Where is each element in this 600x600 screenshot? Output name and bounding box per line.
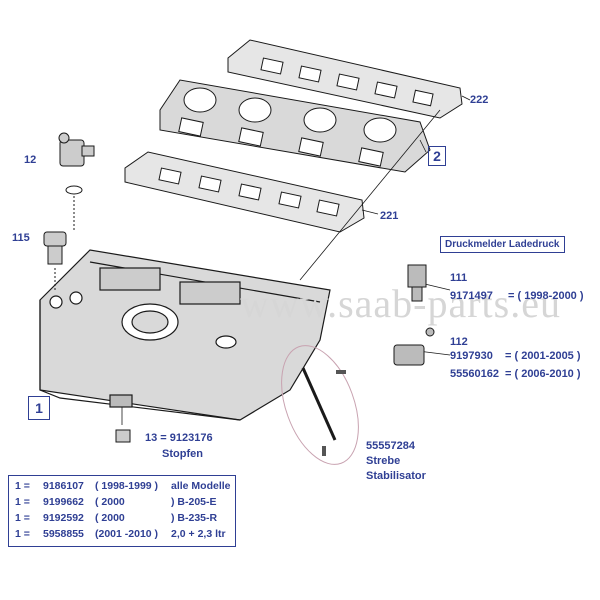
callout-222: 222 bbox=[470, 94, 489, 106]
callout-111: 111 bbox=[450, 272, 468, 284]
part-legend: 1 =9186107( 1998-1999 )alle Modelle 1 =9… bbox=[8, 475, 236, 547]
legend-row: 1 =9199662( 2000) B-205-E bbox=[15, 496, 217, 508]
legend-row: 1 =5958855(2001 -2010 )2,0 + 2,3 ltr bbox=[15, 528, 226, 540]
intake-manifold bbox=[159, 79, 431, 173]
legend-row: 1 =9186107( 1998-1999 )alle Modelle bbox=[15, 480, 231, 492]
strebe-stabilisator bbox=[281, 345, 359, 465]
strebe-label: Strebe bbox=[366, 455, 401, 467]
plug-115 bbox=[43, 231, 67, 290]
callout-111-part: 9171497 bbox=[450, 290, 493, 302]
druckmelder-title: Druckmelder Ladedruck bbox=[440, 236, 565, 253]
callout-221: 221 bbox=[380, 210, 399, 222]
sensor-112 bbox=[393, 327, 435, 366]
callout-112-years2: = ( 2006-2010 ) bbox=[505, 368, 581, 380]
callout-box-1: 1 bbox=[28, 396, 50, 420]
callout-box-2: 2 bbox=[428, 146, 446, 166]
sensor-12 bbox=[58, 132, 95, 230]
callout-12: 12 bbox=[24, 154, 37, 166]
callout-112-part2: 55560162 bbox=[450, 368, 499, 380]
strebe-part: 55557284 bbox=[366, 440, 415, 452]
oil-sump bbox=[39, 249, 331, 421]
stabilisator-label: Stabilisator bbox=[366, 470, 426, 482]
gasket-221 bbox=[124, 151, 365, 233]
callout-111-years: = ( 1998-2000 ) bbox=[508, 290, 584, 302]
callout-115: 115 bbox=[12, 232, 30, 244]
gasket-222 bbox=[227, 39, 463, 119]
drain-plug-13 bbox=[115, 429, 131, 443]
callout-112-years1: = ( 2001-2005 ) bbox=[505, 350, 581, 362]
callout-13-stopfen: Stopfen bbox=[162, 448, 203, 460]
sensor-111 bbox=[407, 264, 427, 302]
callout-112-part1: 9197930 bbox=[450, 350, 493, 362]
watermark: www.saab-parts.eu bbox=[240, 281, 561, 326]
callout-13: 13 = 9123176 bbox=[145, 432, 213, 444]
callout-112: 112 bbox=[450, 336, 468, 348]
legend-row: 1 =9192592( 2000) B-235-R bbox=[15, 512, 218, 524]
